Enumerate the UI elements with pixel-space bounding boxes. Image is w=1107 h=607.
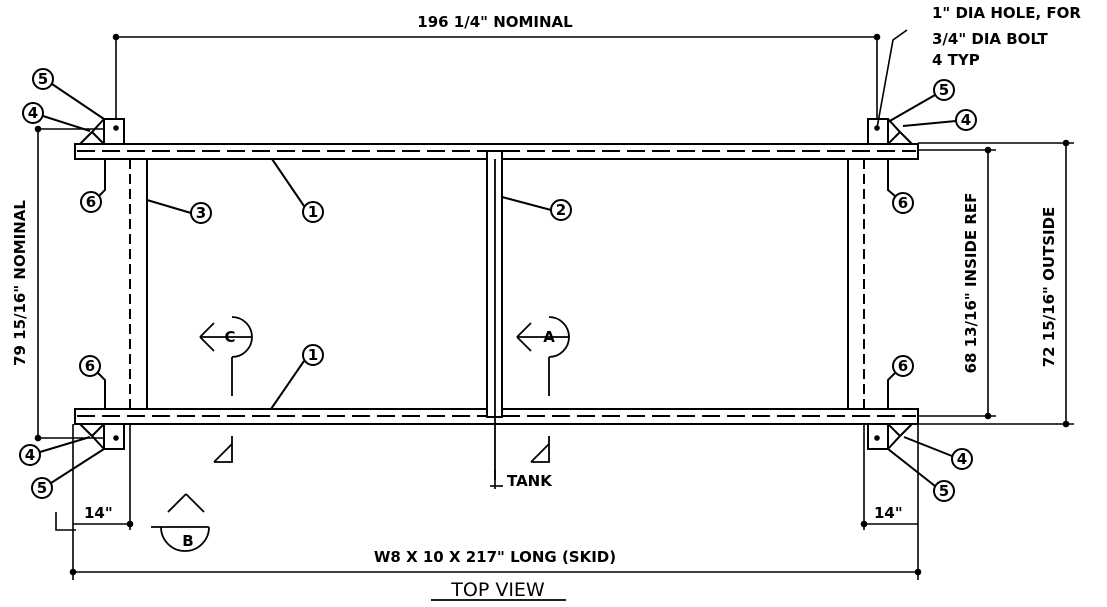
balloon-text-5: 5 (37, 479, 47, 497)
balloon-6-bottom-right (887, 355, 914, 409)
dimension-14-right (860, 424, 918, 530)
balloon-1-top (271, 158, 324, 223)
balloon-text-5: 5 (38, 70, 48, 88)
balloon-2 (501, 196, 572, 221)
view-title: TOP VIEW (450, 579, 545, 601)
lug-top-right (867, 118, 913, 145)
balloon-5-bottom-right (887, 448, 955, 502)
balloon-text-1: 1 (308, 346, 318, 364)
centerline-symbol (490, 470, 503, 489)
hole-note-line3: 4 TYP (932, 51, 980, 69)
balloon-text-4: 4 (25, 446, 35, 464)
dimension-14-left (55, 424, 134, 531)
balloon-6-top-left (80, 159, 106, 213)
section-letter-b: B (182, 532, 193, 550)
balloon-text-3: 3 (196, 204, 206, 222)
dim-label-14-right: 14" (874, 504, 903, 522)
section-letter-c: C (224, 328, 235, 346)
balloon-4-top-right (902, 109, 977, 131)
balloon-text-2: 2 (556, 201, 566, 219)
dim-label-196: 196 1/4" NOMINAL (417, 13, 573, 31)
lug-bottom-left (79, 423, 125, 450)
dim-label-skid: W8 X 10 X 217" LONG (SKID) (374, 548, 616, 566)
centerline-label: TANK (507, 472, 553, 490)
balloon-6-top-right (887, 159, 914, 214)
dim-label-14-left: 14" (84, 504, 113, 522)
left-cross-member (129, 159, 148, 409)
balloon-text-1: 1 (308, 203, 318, 221)
dimension-68 (918, 146, 996, 420)
dim-label-72: 72 15/16" OUTSIDE (1040, 207, 1058, 368)
balloon-6-bottom-left (79, 355, 106, 409)
balloon-4-top-left (22, 102, 91, 132)
balloon-3 (146, 199, 212, 224)
balloon-text-4: 4 (28, 104, 38, 122)
balloon-text-6: 6 (898, 357, 908, 375)
balloon-text-6: 6 (898, 194, 908, 212)
balloon-text-4: 4 (961, 111, 971, 129)
balloon-1-bottom (270, 344, 324, 410)
balloon-text-4: 4 (957, 450, 967, 468)
section-marker-c (199, 316, 253, 463)
balloon-text-5: 5 (939, 482, 949, 500)
dimension-196 (112, 33, 881, 119)
hole-note-line2: 3/4" DIA BOLT (932, 30, 1049, 48)
balloon-5-top-left (32, 68, 105, 120)
dim-label-79: 79 15/16" NOMINAL (11, 200, 29, 366)
center-cross-member (486, 150, 503, 480)
dim-label-68: 68 13/16" INSIDE REF (962, 193, 980, 374)
balloon-5-top-right (887, 79, 955, 123)
lug-top-left (79, 118, 125, 145)
dimension-79 (34, 125, 104, 442)
right-cross-member (847, 159, 865, 409)
balloon-text-6: 6 (86, 193, 96, 211)
balloon-4-bottom-left (19, 436, 91, 466)
section-marker-b (151, 493, 210, 552)
balloon-4-bottom-right (903, 436, 973, 470)
dimension-skid (69, 424, 922, 580)
balloon-text-5: 5 (939, 81, 949, 99)
balloon-text-6: 6 (85, 357, 95, 375)
section-letter-a: A (543, 328, 555, 346)
hole-note-leader (876, 29, 908, 129)
balloon-5-bottom-left (31, 448, 105, 499)
section-marker-a (516, 316, 570, 463)
hole-note-line1: 1" DIA HOLE, FOR (932, 4, 1081, 22)
lug-bottom-right (867, 423, 913, 450)
dimension-72 (918, 139, 1074, 428)
